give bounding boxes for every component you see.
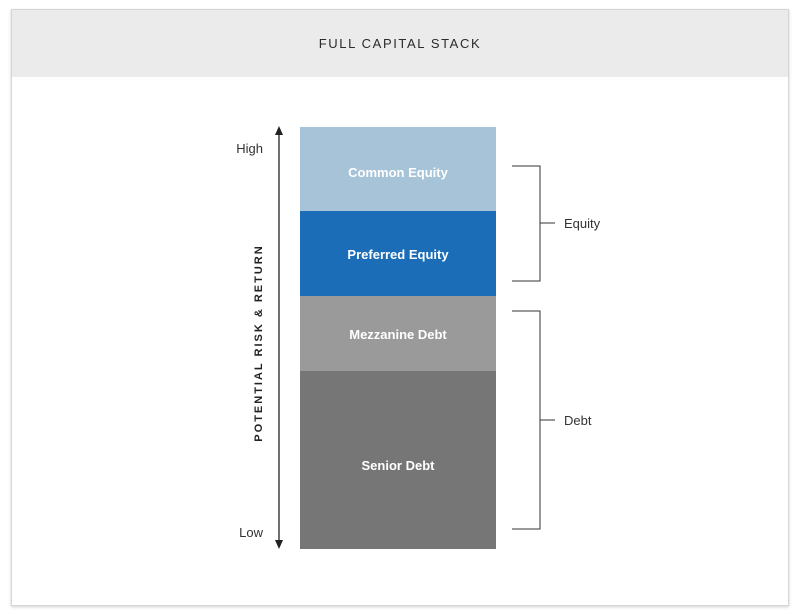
- page-title: FULL CAPITAL STACK: [318, 36, 482, 51]
- segment-preferred-equity: [300, 211, 496, 296]
- debt-group-label: Debt: [564, 413, 592, 428]
- axis-high-label: High: [236, 141, 263, 156]
- equity-bracket-line: [512, 165, 541, 282]
- equity-bracket: [512, 165, 555, 282]
- segment-mezzanine-debt: [300, 296, 496, 371]
- debt-bracket-line: [512, 310, 541, 530]
- segment-label-common-equity: Common Equity: [348, 165, 448, 180]
- capital-stack: Common Equity Preferred Equity Mezzanine…: [300, 127, 496, 549]
- segment-senior-debt: [300, 371, 496, 549]
- card-header: FULL CAPITAL STACK: [12, 10, 788, 77]
- axis-arrow-down-icon: [275, 540, 283, 549]
- segment-common-equity: [300, 127, 496, 211]
- segment-label-preferred-equity: Preferred Equity: [347, 247, 449, 262]
- axis-low-label: Low: [239, 525, 263, 540]
- equity-group-label: Equity: [564, 216, 601, 231]
- segment-label-senior-debt: Senior Debt: [362, 458, 436, 473]
- axis-arrow-up-icon: [275, 126, 283, 135]
- debt-bracket: [512, 310, 555, 530]
- axis-title: POTENTIAL RISK & RETURN: [253, 244, 265, 441]
- risk-return-axis: [275, 126, 283, 549]
- segment-label-mezzanine-debt: Mezzanine Debt: [349, 327, 447, 342]
